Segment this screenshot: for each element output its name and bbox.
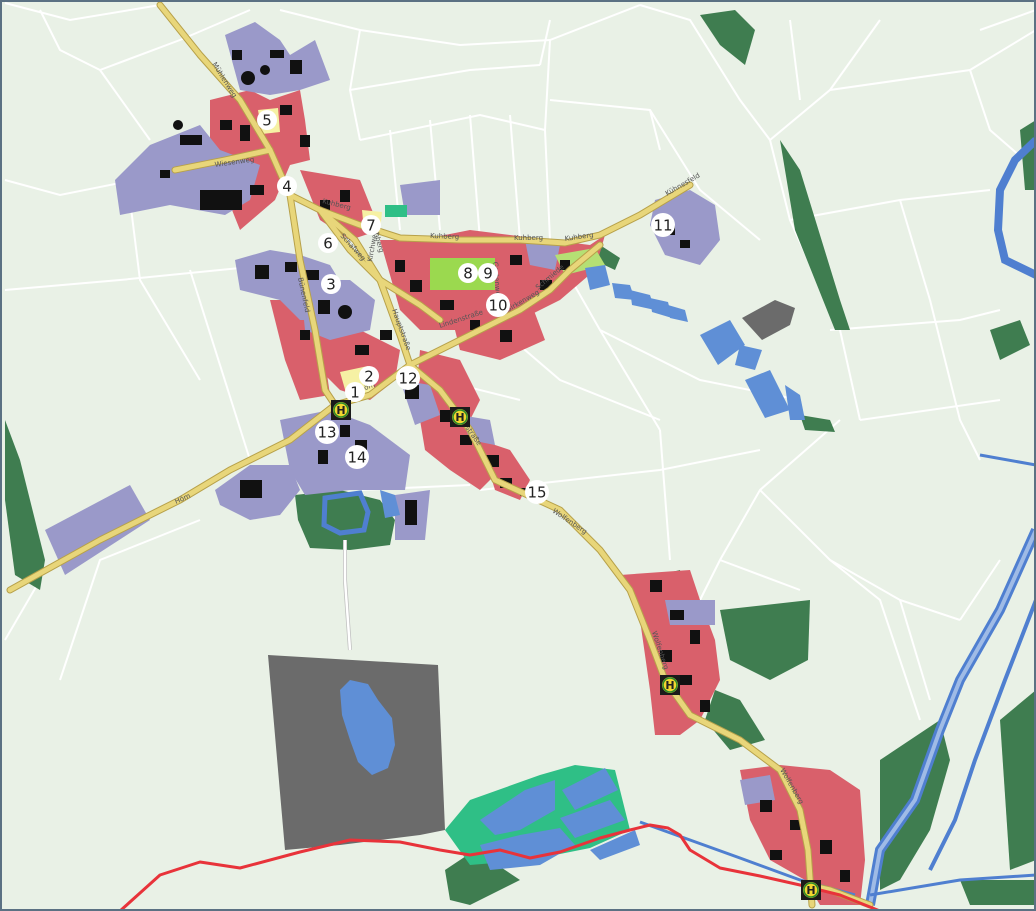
poi-marker-9[interactable]: 9 — [478, 263, 498, 283]
pond-ring — [321, 490, 371, 536]
poi-marker-label: 2 — [364, 368, 374, 386]
poi-marker-label: 10 — [488, 297, 507, 315]
poi-marker-label: 14 — [347, 449, 366, 467]
poi-marker-label: 13 — [317, 424, 336, 442]
bus-stop-icon[interactable]: H — [331, 400, 351, 420]
hiking-route[interactable] — [118, 823, 881, 911]
poi-marker-6[interactable]: 6 — [318, 233, 338, 253]
poi-marker-2[interactable]: 2 — [359, 366, 379, 386]
bus-stop-label: H — [336, 404, 345, 417]
poi-marker-12[interactable]: 12 — [396, 366, 420, 390]
bus-stop-icon[interactable]: H — [660, 675, 680, 695]
street-label: Kuhberg — [564, 231, 594, 243]
poi-marker-label: 7 — [366, 217, 376, 235]
bus-stop-label: H — [665, 679, 674, 692]
bus-stop-label: H — [806, 884, 815, 897]
minor-roads-fill — [343, 540, 352, 651]
bus-stop-label: H — [455, 411, 464, 424]
poi-marker-3[interactable]: 3 — [321, 274, 341, 294]
poi-marker-1[interactable]: 1 — [345, 382, 365, 402]
poi-marker-label: 4 — [282, 178, 292, 196]
street-label: Kuhberg — [430, 232, 459, 241]
street-label: Kuhberg — [514, 234, 543, 242]
poi-marker-label: 8 — [463, 265, 473, 283]
poi-marker-label: 9 — [483, 265, 493, 283]
poi-marker-13[interactable]: 13 — [315, 420, 339, 444]
bus-stop-icon[interactable]: H — [801, 880, 821, 900]
street-label: Gartenweg — [491, 261, 502, 300]
quarry-lake — [340, 680, 395, 775]
poi-marker-label: 11 — [653, 217, 672, 235]
poi-marker-15[interactable]: 15 — [525, 480, 549, 504]
poi-marker-label: 6 — [323, 235, 333, 253]
poi-marker-label: 3 — [326, 276, 336, 294]
poi-marker-8[interactable]: 8 — [458, 263, 478, 283]
poi-marker-label: 1 — [350, 384, 360, 402]
poi-marker-label: 12 — [398, 370, 417, 388]
poi-markers: 1 2 3 4 5 6 7 8 — [257, 110, 675, 504]
poi-marker-4[interactable]: 4 — [277, 176, 297, 196]
bus-stop-icon[interactable]: H — [450, 407, 470, 427]
poi-marker-label: 5 — [262, 112, 272, 130]
poi-marker-11[interactable]: 11 — [651, 213, 675, 237]
poi-marker-5[interactable]: 5 — [257, 110, 277, 130]
poi-marker-14[interactable]: 14 — [345, 445, 369, 469]
poi-marker-7[interactable]: 7 — [361, 215, 381, 235]
poi-marker-10[interactable]: 10 — [486, 293, 510, 317]
poi-marker-label: 15 — [527, 484, 546, 502]
bus-stops: H H H H — [331, 400, 821, 900]
